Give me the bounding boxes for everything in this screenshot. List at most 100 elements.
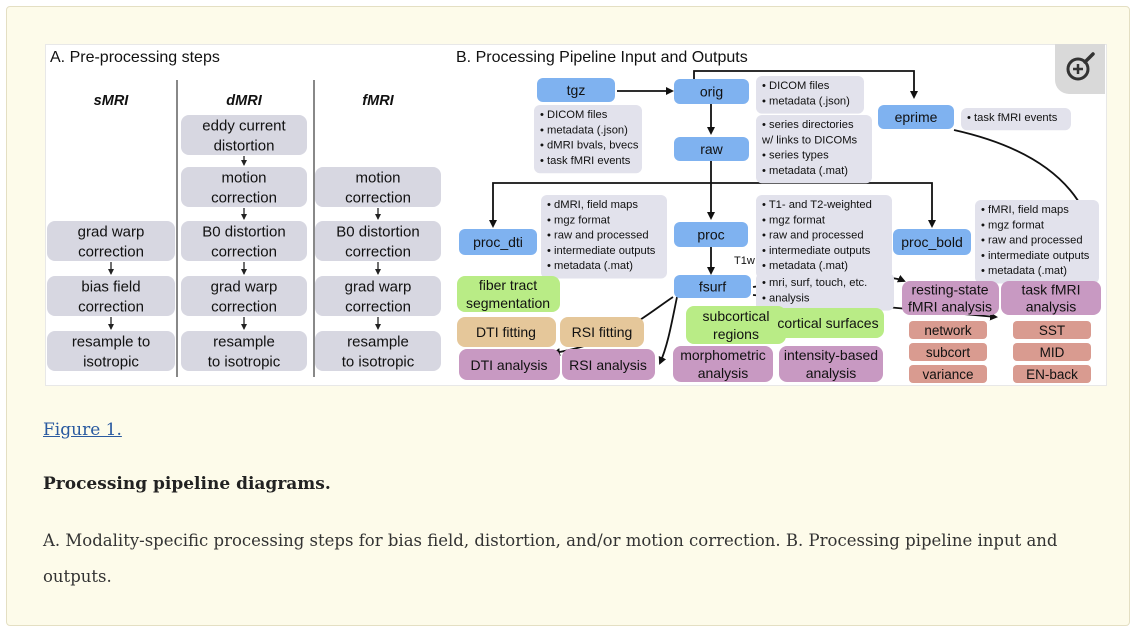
note-raw bbox=[756, 115, 872, 184]
node-tgz bbox=[537, 78, 615, 102]
box-label: morphometric bbox=[680, 347, 766, 363]
note-line: • intermediate outputs bbox=[762, 245, 871, 257]
box-label: regions bbox=[713, 326, 759, 342]
box-label: cortical surfaces bbox=[777, 315, 878, 331]
preprocess-step-label: to isotropic bbox=[208, 353, 281, 370]
box-label: MID bbox=[1040, 345, 1065, 360]
note-line: • analysis bbox=[762, 292, 810, 304]
preprocess-step-label: motion bbox=[355, 169, 400, 186]
node-label: proc bbox=[697, 227, 724, 243]
box-label: analysis bbox=[1026, 298, 1077, 314]
figure-title: Processing pipeline diagrams. bbox=[43, 474, 331, 494]
preprocess-step-label: correction bbox=[211, 189, 277, 206]
preprocess-step bbox=[47, 276, 175, 316]
node-label: orig bbox=[700, 84, 723, 100]
preprocess-step-label: correction bbox=[211, 243, 277, 260]
box-mid bbox=[1013, 343, 1091, 361]
preprocess-step-label: grad warp bbox=[211, 278, 278, 295]
preprocess-step-label: correction bbox=[78, 298, 144, 315]
figure-image[interactable]: A. Pre-processing steps sMRI grad warp corr… bbox=[45, 44, 1107, 386]
note-line: • dMRI bvals, bvecs bbox=[540, 140, 639, 152]
note-line: • intermediate outputs bbox=[547, 245, 656, 257]
node-proc-bold bbox=[893, 229, 971, 255]
node-fsurf bbox=[674, 275, 751, 298]
node-label: proc_dti bbox=[473, 234, 523, 250]
preprocess-step-label: to isotropic bbox=[342, 353, 415, 370]
note-line: • DICOM files bbox=[540, 109, 608, 121]
box-label: RSI fitting bbox=[572, 324, 633, 340]
preprocess-step bbox=[181, 167, 307, 207]
note-line: • metadata (.mat) bbox=[981, 265, 1067, 277]
note-line: • task fMRI events bbox=[540, 155, 631, 167]
preprocess-step-label: distortion bbox=[214, 137, 275, 154]
box-label: network bbox=[924, 323, 972, 338]
figure-link[interactable]: Figure 1. bbox=[43, 420, 122, 440]
box-dti-fitting bbox=[457, 317, 556, 347]
box-dti-analysis bbox=[459, 349, 560, 380]
note-line: • dMRI, field maps bbox=[547, 199, 638, 211]
node-label: eprime bbox=[895, 109, 938, 125]
box-label: fMRI analysis bbox=[908, 298, 992, 314]
box-intensity bbox=[779, 346, 883, 382]
note-orig bbox=[756, 76, 864, 114]
arrow-raw-procdti bbox=[489, 182, 711, 228]
note-fsurf bbox=[756, 273, 894, 311]
box-label: analysis bbox=[698, 365, 749, 381]
node-raw bbox=[674, 137, 749, 161]
node-label: proc_bold bbox=[901, 234, 963, 250]
preprocess-step-label: resample bbox=[213, 333, 275, 350]
node-proc-dti bbox=[459, 229, 537, 255]
box-label: resting-state bbox=[911, 281, 988, 297]
preprocess-step-label: B0 distortion bbox=[202, 223, 285, 240]
box-cortical-surfaces bbox=[772, 308, 884, 338]
box-sst bbox=[1013, 321, 1091, 339]
note-line: • metadata (.mat) bbox=[762, 260, 848, 272]
preprocess-step-label: correction bbox=[345, 189, 411, 206]
preprocess-step bbox=[315, 276, 441, 316]
node-proc bbox=[674, 222, 748, 247]
box-fiber-tract bbox=[457, 276, 560, 312]
preprocess-step-label: grad warp bbox=[345, 278, 412, 295]
preprocess-step-label: resample to bbox=[72, 333, 150, 350]
column-heading-smri: sMRI bbox=[94, 93, 130, 109]
box-label: subcort bbox=[926, 345, 971, 360]
note-line: • series directories bbox=[762, 119, 854, 131]
preprocess-step bbox=[315, 221, 441, 261]
note-line: • DICOM files bbox=[762, 80, 830, 92]
preprocess-step bbox=[47, 331, 175, 371]
node-label: raw bbox=[700, 141, 723, 157]
node-orig bbox=[674, 79, 749, 104]
note-line: • T1- and T2-weighted bbox=[762, 199, 872, 211]
note-proc-bold bbox=[975, 200, 1099, 284]
box-task-fmri bbox=[1001, 281, 1101, 315]
section-a-title: A. Pre-processing steps bbox=[50, 49, 220, 66]
preprocess-step-label: bias field bbox=[81, 278, 140, 295]
note-line: • metadata (.mat) bbox=[547, 260, 633, 272]
preprocess-step-label: B0 distortion bbox=[336, 223, 419, 240]
note-line: • mgz format bbox=[981, 219, 1045, 231]
note-eprime bbox=[961, 108, 1071, 131]
preprocess-step bbox=[315, 331, 441, 371]
note-line: • mgz format bbox=[547, 214, 611, 226]
box-label: DTI fitting bbox=[476, 324, 536, 340]
box-rsi-analysis bbox=[562, 349, 655, 380]
note-line: • fMRI, field maps bbox=[981, 204, 1069, 216]
note-line: • metadata (.json) bbox=[762, 95, 850, 107]
box-subcort bbox=[909, 343, 987, 361]
preprocess-step-label: correction bbox=[345, 243, 411, 260]
zoom-button[interactable] bbox=[1055, 44, 1105, 94]
node-label: tgz bbox=[567, 82, 586, 98]
figure-description: A. Modality-specific processing steps fo… bbox=[43, 531, 1058, 586]
preprocess-step bbox=[181, 115, 307, 155]
box-variance bbox=[909, 365, 987, 383]
pipeline-diagram: A. Pre-processing steps sMRI grad warp corr… bbox=[47, 49, 1101, 383]
box-label: RSI analysis bbox=[569, 357, 647, 373]
section-b-title: B. Processing Pipeline Input and Outputs bbox=[456, 49, 748, 66]
box-label: variance bbox=[922, 367, 973, 382]
preprocess-step-label: correction bbox=[78, 243, 144, 260]
preprocess-step-label: resample bbox=[347, 333, 409, 350]
box-label: intensity-based bbox=[784, 347, 878, 363]
preprocess-step bbox=[181, 276, 307, 316]
note-line: • task fMRI events bbox=[967, 112, 1058, 124]
note-line: • series types bbox=[762, 150, 829, 162]
